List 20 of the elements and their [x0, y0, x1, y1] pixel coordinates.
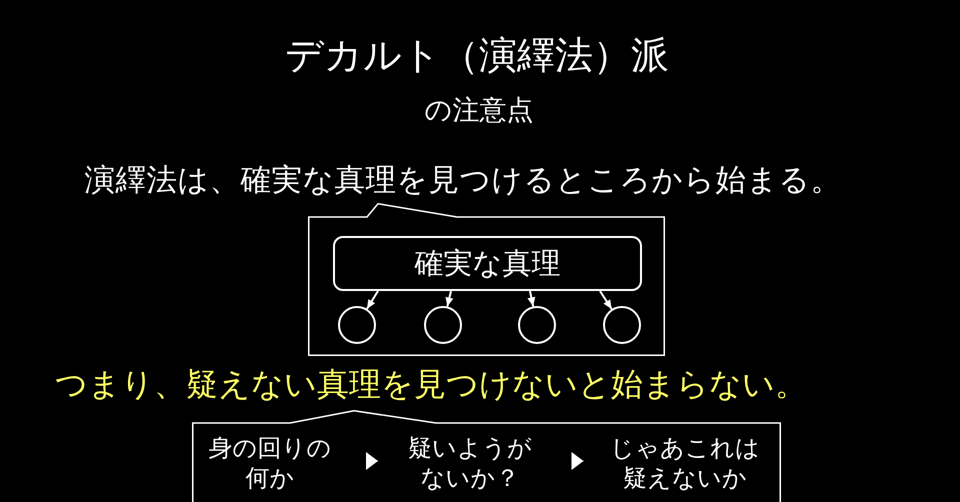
circle: [338, 306, 376, 344]
triangle-arrow: [366, 452, 378, 470]
circle: [424, 306, 462, 344]
circle: [518, 306, 556, 344]
step-text: 身の回りの何か: [205, 433, 335, 493]
title: デカルト（演繹法）派: [285, 33, 669, 79]
arrow: [527, 290, 536, 307]
circle: [603, 306, 641, 344]
statement-text: 演繹法は、確実な真理を見つけるところから始まる。: [84, 162, 842, 200]
arrow: [446, 290, 454, 307]
callout-box: [308, 203, 665, 356]
arrow: [599, 290, 613, 310]
subtitle: の注意点: [424, 95, 534, 128]
arrow: [366, 290, 379, 310]
callout-box: [192, 410, 781, 502]
step-text: 疑いようがないか？: [405, 433, 535, 493]
step-text: じゃあこれは疑えないか: [608, 433, 762, 493]
concept-box: 確実な真理: [333, 236, 642, 291]
triangle-arrow: [572, 452, 584, 470]
highlighted-statement: つまり、疑えない真理を見つけないと始まらない。: [55, 365, 807, 404]
